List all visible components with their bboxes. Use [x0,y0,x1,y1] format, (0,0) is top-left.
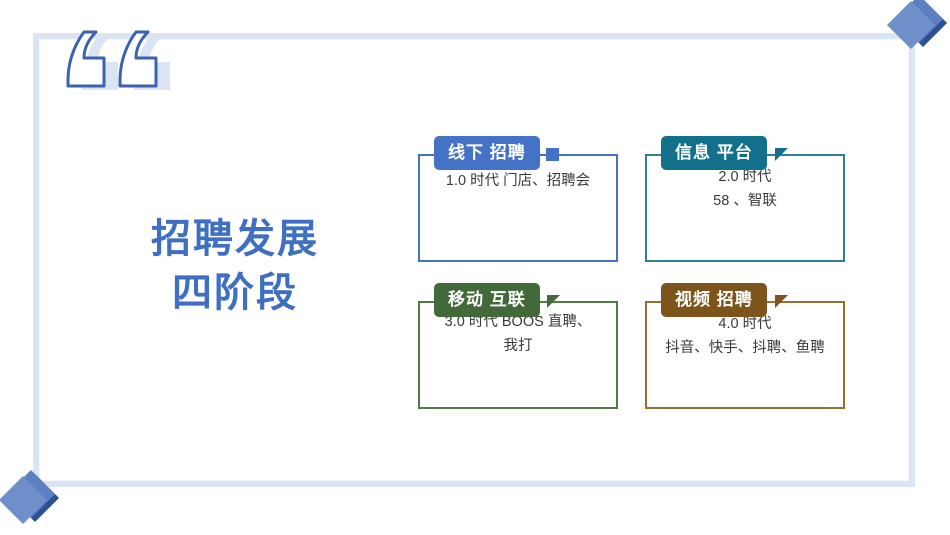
card-outline [418,301,618,409]
diamond-icon-bottom-left [0,469,60,529]
stage-card-mobile-internet[interactable]: 移动 互联 3.0 时代 BOOS 直聘、 我打 [418,283,618,409]
page-title: 招聘发展 四阶段 [95,212,375,320]
double-quote-icon [58,18,178,98]
stage-card-grid: 线下 招聘 1.0 时代 门店、招聘会 信息 平台 2.0 时代 58 、智联 … [418,136,858,421]
ribbon-fold-icon [547,295,560,308]
diamond-icon-top-right [886,0,948,54]
card-outline [418,154,618,262]
card-body-text: 3.0 时代 BOOS 直聘、 我打 [444,314,592,354]
page-title-line-1: 招聘发展 [151,217,319,261]
decorative-frame-inner [39,39,909,481]
page-title-line-2: 四阶段 [172,271,298,315]
card-body-text: 1.0 时代 门店、招聘会 [445,173,591,189]
decorative-frame-outer [33,33,915,487]
card-banner-label: 线下 招聘 [434,136,540,170]
card-banner-label: 视频 招聘 [661,283,767,317]
card-outline [645,301,845,409]
stage-card-video-recruitment[interactable]: 视频 招聘 4.0 时代 抖音、快手、抖聘、鱼聘 [645,283,845,409]
ribbon-fold-icon [546,148,559,161]
ribbon-fold-icon [775,148,788,161]
stage-card-offline-recruitment[interactable]: 线下 招聘 1.0 时代 门店、招聘会 [418,136,618,262]
card-banner-label: 信息 平台 [661,136,767,170]
ribbon-fold-icon [775,295,788,308]
card-body-text: 2.0 时代 58 、智联 [713,169,777,209]
card-body-text: 4.0 时代 抖音、快手、抖聘、鱼聘 [665,316,825,356]
card-banner-label: 移动 互联 [434,283,540,317]
stage-card-information-platform[interactable]: 信息 平台 2.0 时代 58 、智联 [645,136,845,262]
